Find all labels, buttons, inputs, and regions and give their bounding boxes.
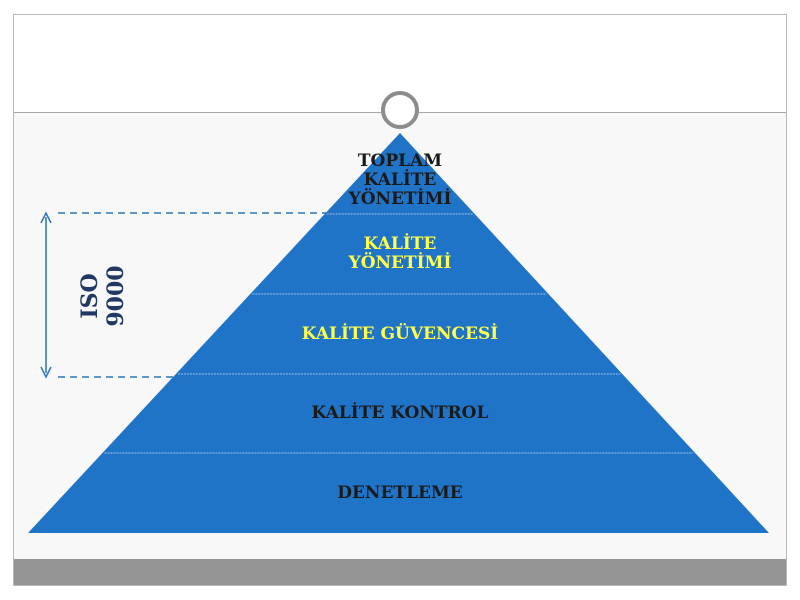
iso-bracket-arrow-down-icon xyxy=(40,366,52,379)
pyramid-level-2-label-line: YÖNETİMİ xyxy=(348,253,452,273)
pyramid-level-4-label-line: KALİTE KONTROL xyxy=(311,403,489,423)
pyramid-shape xyxy=(28,133,769,533)
pyramid-separators xyxy=(104,213,694,454)
pyramid-level-1-label-line: TOPLAM xyxy=(357,150,443,171)
pyramid-level-1-label-line: YÖNETİMİ xyxy=(348,188,452,209)
pyramid-level-2-label-line: KALİTE xyxy=(363,234,437,254)
pyramid-level-5-label-line: DENETLEME xyxy=(337,482,463,503)
pyramid-level-3-label: KALİTE GÜVENCESİ xyxy=(200,323,600,344)
iso-9000-label: ISO 9000 xyxy=(77,265,129,327)
pyramid-level-4-label: KALİTE KONTROL xyxy=(200,404,600,423)
pyramid-top-ring-icon xyxy=(381,91,419,129)
pyramid-level-1-label-line: KALİTE xyxy=(363,169,437,190)
iso-bracket-arrow-up-icon xyxy=(40,211,52,224)
pyramid-level-3-label-line: KALİTE GÜVENCESİ xyxy=(301,323,499,344)
pyramid-level-5-label: DENETLEME xyxy=(200,482,600,503)
slide-footer-band xyxy=(14,559,786,585)
